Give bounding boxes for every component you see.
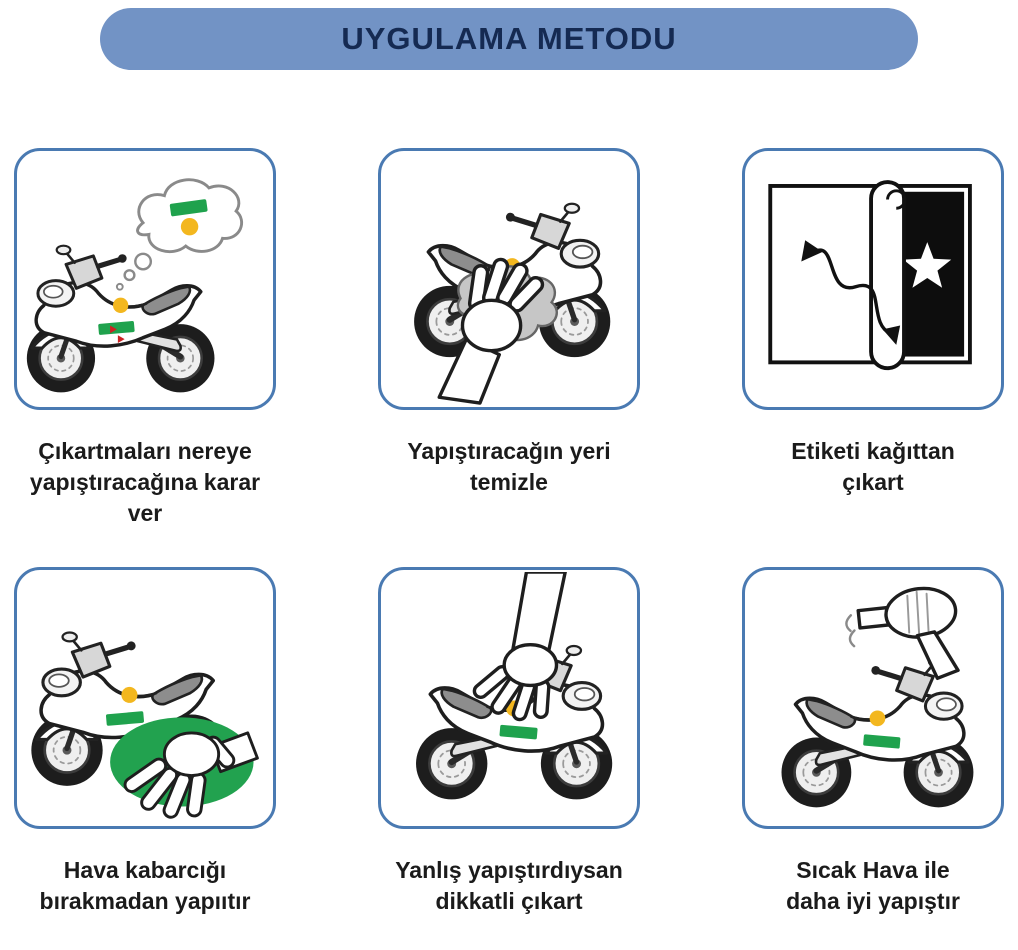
- step-6-caption: Sıcak Hava ile daha iyi yapıştır: [786, 855, 960, 917]
- step-5: Yanlış yapıştırdıysan dikkatli çıkart: [378, 567, 640, 917]
- step-5-panel: [378, 567, 640, 830]
- red-marker-icon: [117, 335, 125, 343]
- sticker-green-icon: [169, 199, 208, 217]
- step-2-caption: Yapıştıracağın yeri temizle: [407, 436, 610, 498]
- step-4-caption: Hava kabarcığı bırakmadan yapııtır: [40, 855, 251, 917]
- step-3-panel: [742, 148, 1004, 410]
- step-6-panel: [742, 567, 1004, 830]
- step-2: Yapıştıracağın yeri temizle: [378, 148, 640, 529]
- hand-icon: [437, 257, 545, 405]
- step-6: Sıcak Hava ile daha iyi yapıştır: [742, 567, 1004, 917]
- hair-dryer-heat-icon: [747, 586, 999, 824]
- page-title: UYGULAMA METODU: [341, 21, 677, 56]
- title-banner: UYGULAMA METODU: [100, 8, 918, 70]
- motorcycle-cleaning-cloth-icon: [383, 153, 635, 405]
- sticker-dot-icon: [180, 217, 199, 236]
- step-2-panel: [378, 148, 640, 410]
- paper-curl-icon: [869, 180, 906, 371]
- motorcycle-thought-bubble-icon: [19, 178, 243, 405]
- caption-line: Yanlış yapıştırdıysan: [395, 857, 623, 884]
- caption-line: Sıcak Hava ile: [796, 857, 950, 884]
- step-5-caption: Yanlış yapıştırdıysan dikkatli çıkart: [395, 855, 623, 917]
- steps-grid: Çıkartmaları nereye yapıştıracağına kara…: [14, 148, 1004, 917]
- sticker-sheet-peel-icon: [768, 180, 972, 371]
- peel-direction-arrow-icon: [801, 240, 901, 345]
- step-1: Çıkartmaları nereye yapıştıracağına kara…: [14, 148, 276, 529]
- step-3-caption: Etiketi kağıttan çıkart: [791, 436, 955, 498]
- caption-line: dikkatli çıkart: [435, 888, 583, 915]
- careful-peel-hand-icon: [383, 572, 635, 824]
- step-1-panel: [14, 148, 276, 410]
- caption-line: yapıştıracağına karar ver: [29, 469, 261, 527]
- step-4-panel: [14, 567, 276, 830]
- red-marker-icon: [110, 325, 117, 334]
- hand-icon: [123, 731, 259, 819]
- caption-line: temizle: [470, 469, 548, 496]
- hair-dryer-icon: [845, 586, 960, 681]
- step-3: Etiketi kağıttan çıkart: [742, 148, 1004, 529]
- step-4: Hava kabarcığı bırakmadan yapııtır: [14, 567, 276, 917]
- sticker-sheet-icon: [768, 180, 972, 371]
- caption-line: Çıkartmaları nereye: [38, 438, 252, 464]
- arm-hand-icon: [472, 572, 567, 722]
- caption-line: bırakmadan yapııtır: [39, 888, 251, 915]
- motorcycle-icon: [782, 657, 974, 807]
- bubble-free-application-icon: [19, 572, 259, 819]
- motorcycle-icon: [27, 246, 215, 393]
- thought-bubble-icon: [115, 178, 243, 291]
- caption-line: Yapıştıracağın yeri: [407, 438, 611, 464]
- caption-line: Etiketi kağıttan: [791, 438, 955, 464]
- caption-line: çıkart: [842, 469, 904, 496]
- star-icon: [903, 242, 952, 288]
- caption-line: Hava kabarcığı: [63, 857, 227, 884]
- caption-line: daha iyi yapıştır: [786, 888, 960, 915]
- step-1-caption: Çıkartmaları nereye yapıştıracağına kara…: [14, 436, 276, 529]
